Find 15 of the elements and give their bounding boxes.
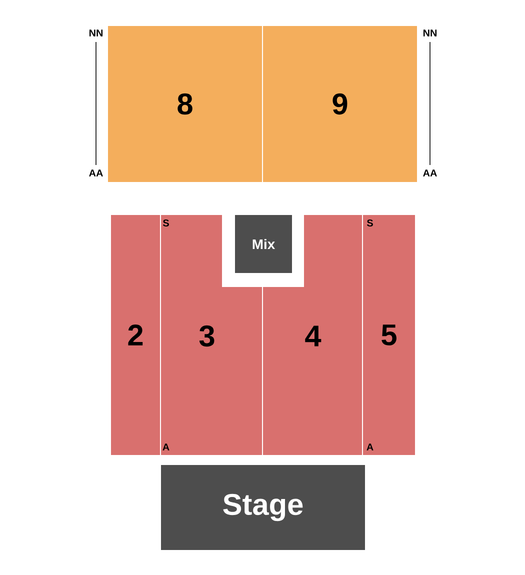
row-label: S bbox=[162, 219, 169, 227]
node-label: 8 bbox=[178, 93, 192, 115]
seating-section: 8 bbox=[108, 26, 262, 182]
mix-booth: Mix bbox=[235, 215, 292, 273]
node-label: 9 bbox=[332, 93, 348, 115]
row-label: A bbox=[162, 444, 170, 450]
node-label: 2 bbox=[128, 324, 143, 346]
row-label: A bbox=[366, 444, 374, 450]
seating-section: 9 bbox=[263, 26, 417, 182]
node-label: 4 bbox=[305, 326, 322, 346]
node-label: 5 bbox=[382, 324, 396, 346]
node-label: 3 bbox=[199, 325, 214, 347]
seating-section: 2 bbox=[111, 215, 160, 455]
stage: Stage bbox=[161, 465, 365, 550]
row-label: S bbox=[366, 219, 373, 227]
